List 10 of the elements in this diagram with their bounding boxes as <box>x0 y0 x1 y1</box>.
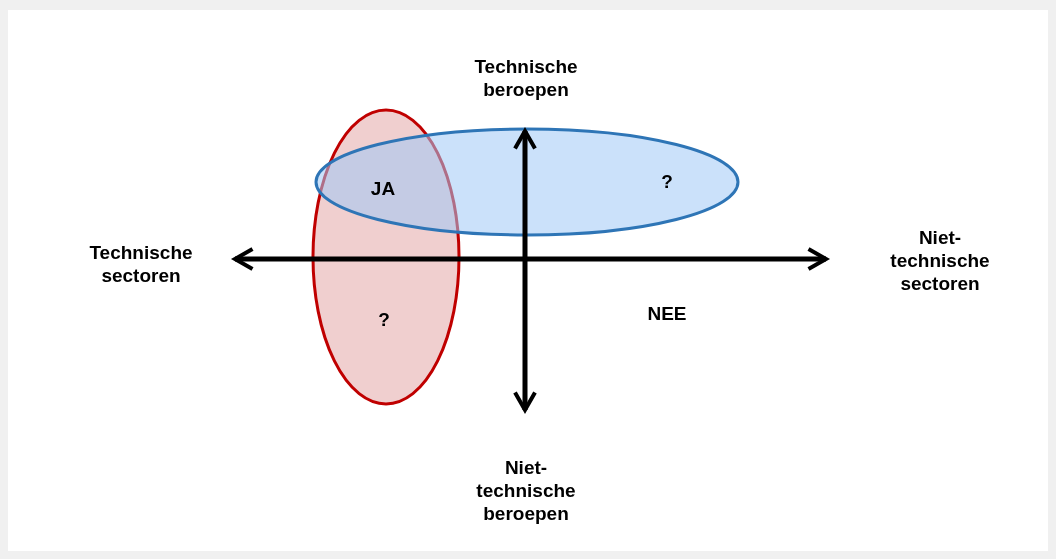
question-mark: ? <box>660 170 674 193</box>
question-mark: ? <box>377 308 391 331</box>
ellipse <box>311 108 461 406</box>
quadrant-label: NEE <box>646 302 688 325</box>
axis-label: Technische sectoren <box>88 241 194 287</box>
axis-label: Niet-technische sectoren <box>889 226 991 295</box>
axis-label: Niet-technische beroepen <box>475 456 577 525</box>
quadrant-label: JA <box>369 177 397 200</box>
axis-label: Technische beroepen <box>473 55 579 101</box>
ellipse <box>314 127 740 237</box>
